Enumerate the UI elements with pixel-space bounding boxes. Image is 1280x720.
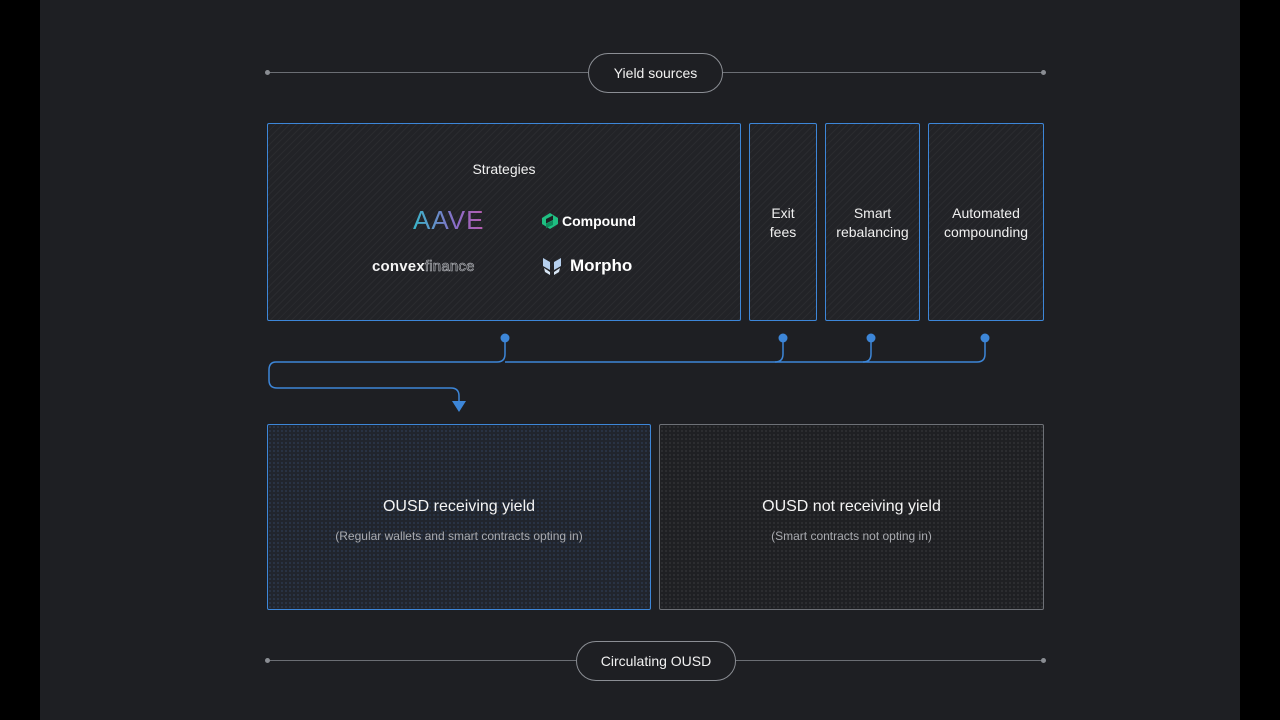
yield-sources-label: Yield sources	[613, 65, 698, 81]
flow-connectors	[268, 333, 990, 412]
ousd-not-receiving-yield-box: OUSD not receiving yield (Smart contract…	[659, 424, 1044, 610]
morpho-wordmark: Morpho	[570, 256, 633, 275]
morpho-logo: Morpho	[542, 256, 632, 276]
ousd-not-receiving-yield-title: OUSD not receiving yield	[762, 498, 941, 515]
footer-line-left-end	[265, 658, 270, 663]
compound-wordmark: Compound	[562, 213, 636, 229]
automated-compounding-connector-dot	[980, 333, 990, 343]
ousd-receiving-yield-title: OUSD receiving yield	[382, 498, 536, 515]
diagram-canvas: Yield sources Strategies AAVE Compound c…	[40, 0, 1240, 720]
circulating-ousd-label: Circulating OUSD	[600, 653, 712, 669]
ousd-not-receiving-yield-subtitle: (Smart contracts not opting in)	[771, 529, 932, 543]
finance-wordmark: finance	[424, 258, 475, 276]
strategies-connector-dot	[500, 333, 510, 343]
morpho-icon	[543, 258, 561, 275]
ousd-receiving-yield-subtitle: (Regular wallets and smart contracts opt…	[335, 529, 583, 543]
header-line-right-end	[1041, 70, 1046, 75]
convex-wordmark: convex	[372, 258, 425, 275]
arrow-down-icon	[452, 401, 466, 412]
strategies-box: Strategies AAVE Compound convex finance	[267, 123, 741, 321]
footer-line-right-end	[1041, 658, 1046, 663]
compound-icon	[542, 213, 558, 229]
yield-sources-pill: Yield sources	[588, 53, 723, 93]
aave-logo: AAVE	[413, 205, 484, 236]
smart-rebalancing-connector-dot	[866, 333, 876, 343]
strategies-title: Strategies	[472, 161, 536, 177]
compound-logo: Compound	[541, 211, 636, 231]
exit-fees-connector-dot	[778, 333, 788, 343]
circulating-ousd-pill: Circulating OUSD	[576, 641, 736, 681]
ousd-receiving-yield-box: OUSD receiving yield (Regular wallets an…	[267, 424, 651, 610]
aave-wordmark: AAVE	[413, 205, 485, 235]
convex-finance-logo: convex finance	[372, 258, 475, 276]
header-line-left-end	[265, 70, 270, 75]
